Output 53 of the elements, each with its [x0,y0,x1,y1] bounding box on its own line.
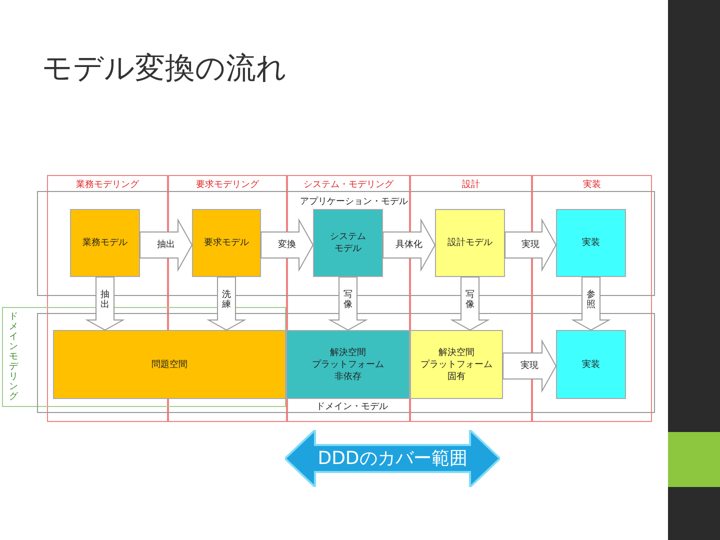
column-header: 実装 [582,179,602,191]
model-box [435,209,505,277]
model-box [53,330,286,399]
box-label: 設計モデル [446,237,494,249]
edge-label: 変換 [278,239,296,251]
band-label: ドメイン・モデル [316,401,388,413]
edge-label: 参照 [586,290,596,310]
box-label: 解決空間プラットフォーム非依存 [311,346,385,382]
column-header: 業務モデリング [75,179,140,191]
column-header [287,175,410,191]
column-header: 要求モデリング [195,179,260,191]
box-label: 実装 [581,237,601,249]
column-header [410,175,532,191]
edge-label: 抽出 [157,239,175,251]
box-label: システムモデル [329,231,367,255]
block-arrow [328,276,368,331]
box-label: 要求モデル [203,237,250,249]
block-arrow [450,276,490,331]
column-header: システム・モデリング [302,179,394,191]
edge-label: 実現 [520,360,538,372]
column-header [47,175,168,191]
model-box [556,209,626,277]
box-label: 業務モデル [82,237,128,249]
band-label: ドメインモデリング [9,312,18,402]
edge-label: 実現 [522,239,540,251]
title: モデル変換の流れ [42,50,287,88]
box-label: 実装 [581,358,601,370]
band-label: アプリケーション・モデル [300,196,408,208]
band-frame [37,313,655,413]
box-label: 解決空間プラットフォーム固有 [420,346,494,382]
block-arrow [260,218,314,272]
column-header [532,175,652,191]
block-arrow [504,218,557,272]
model-box [410,330,503,399]
block-arrow [502,339,557,393]
band-frame [2,307,286,407]
model-box [313,209,383,277]
block-arrow [206,276,246,331]
arrow-label: DDDのカバー範囲 [316,448,468,470]
model-box [192,209,261,277]
edge-label: 写像 [466,290,474,310]
model-box [556,330,626,399]
edge-label: 具体化 [396,239,422,251]
column-header [168,175,287,191]
box-label: 問題空間 [150,358,188,370]
edge-label: 写像 [344,290,352,310]
edge-label: 洗練 [222,290,231,310]
model-box [70,209,140,277]
model-box [286,330,410,399]
edge-label: 抽出 [100,290,110,310]
double-arrow [285,430,500,487]
block-arrow [571,276,611,331]
column-header: 設計 [461,179,481,191]
